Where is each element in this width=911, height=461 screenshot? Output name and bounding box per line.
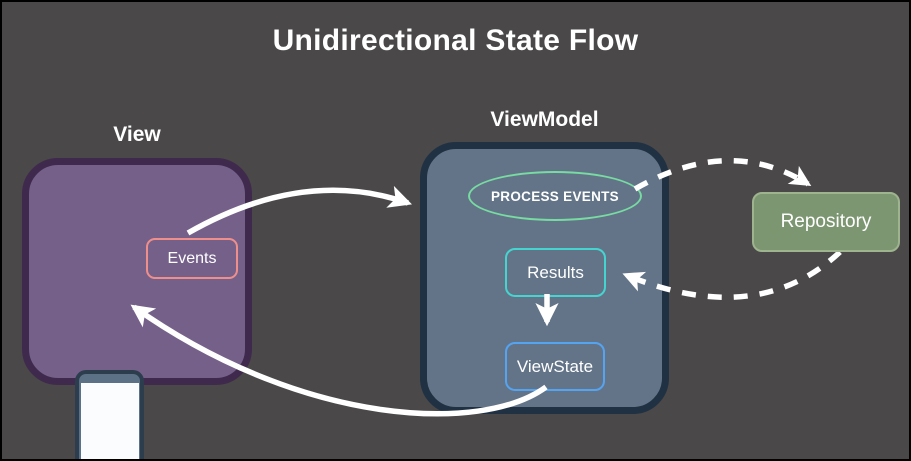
repository-node: Repository	[752, 192, 900, 252]
smartphone-screen	[81, 383, 139, 459]
process-events-node: PROCESS EVENTS	[468, 171, 642, 221]
results-node-label: Results	[527, 262, 584, 282]
viewstate-node-label: ViewState	[516, 356, 594, 376]
view-node: Events	[22, 158, 252, 459]
results-node: Results	[505, 248, 606, 297]
viewstate-node: ViewState	[505, 342, 605, 391]
events-node-label: Events	[167, 249, 217, 267]
events-node: Events	[146, 238, 238, 279]
viewmodel-node: PROCESS EVENTS Results ViewState	[420, 142, 669, 414]
process-events-node-label: PROCESS EVENTS	[491, 188, 619, 204]
repository-node-label: Repository	[780, 211, 872, 232]
viewmodel-node-label: ViewModel	[490, 108, 599, 131]
view-node-label: View	[113, 123, 161, 146]
diagram-title: Unidirectional State Flow	[272, 24, 639, 57]
smartphone-icon	[75, 370, 144, 459]
